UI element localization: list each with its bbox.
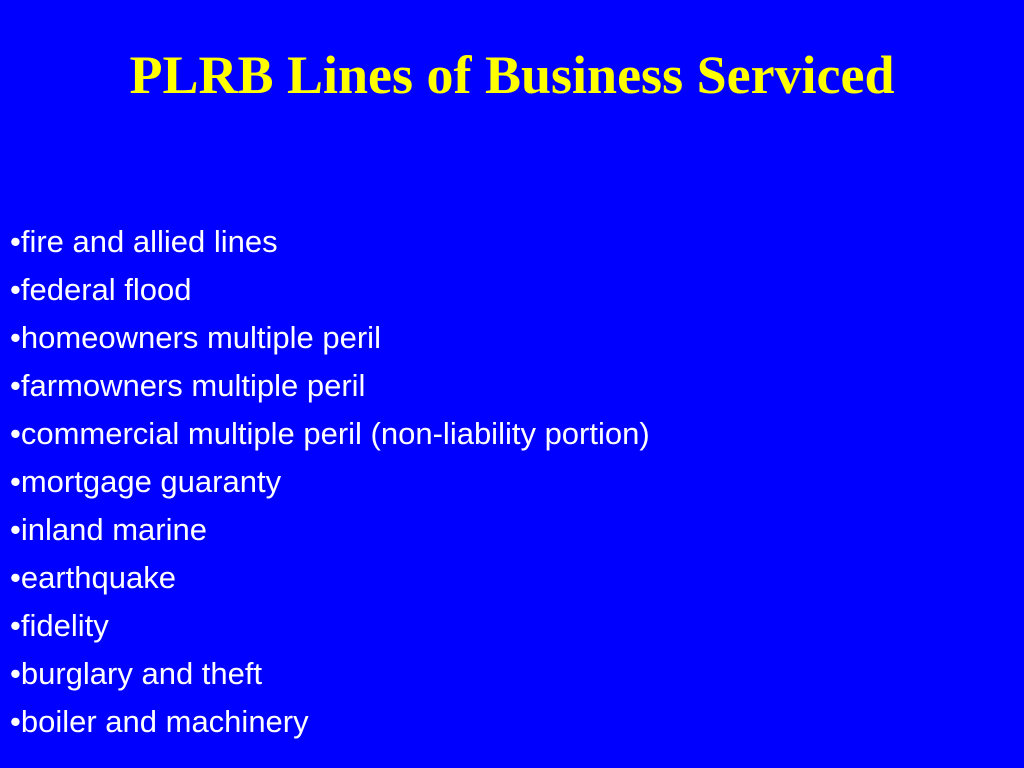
list-item: •mortgage guaranty xyxy=(10,464,282,499)
slide-title: PLRB Lines of Business Serviced xyxy=(129,45,895,105)
list-item: •homeowners multiple peril xyxy=(10,320,381,355)
list-item: •farmowners multiple peril xyxy=(10,368,366,403)
list-item: •earthquake xyxy=(10,560,176,595)
list-item: •fire and allied lines xyxy=(10,224,278,259)
bullet-list: •fire and allied lines •federal flood •h… xyxy=(10,218,650,746)
list-item: •fidelity xyxy=(10,608,109,643)
list-item: •federal flood xyxy=(10,272,192,307)
list-item: •commercial multiple peril (non-liabilit… xyxy=(10,416,650,451)
list-item: •inland marine xyxy=(10,512,207,547)
list-item: •burglary and theft xyxy=(10,656,263,691)
list-item: •boiler and machinery xyxy=(10,704,309,739)
